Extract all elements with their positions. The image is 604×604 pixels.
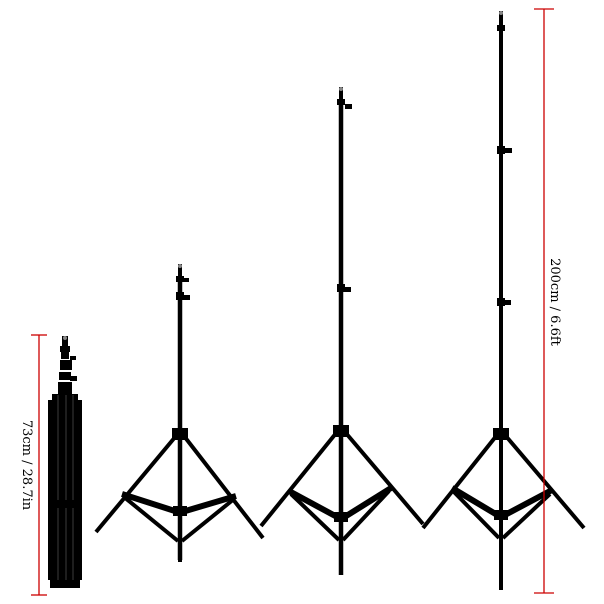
collapsed-height-marker: [31, 334, 47, 596]
stand-mid-extension: [259, 87, 425, 575]
stand-low-extension: [94, 264, 265, 562]
extended-height-label: 200cm / 6.6ft: [547, 258, 562, 347]
collapsed-stand: [48, 336, 82, 588]
extended-height-marker: [534, 8, 554, 594]
collapsed-height-label: 73cm / 28.7in: [19, 420, 34, 511]
